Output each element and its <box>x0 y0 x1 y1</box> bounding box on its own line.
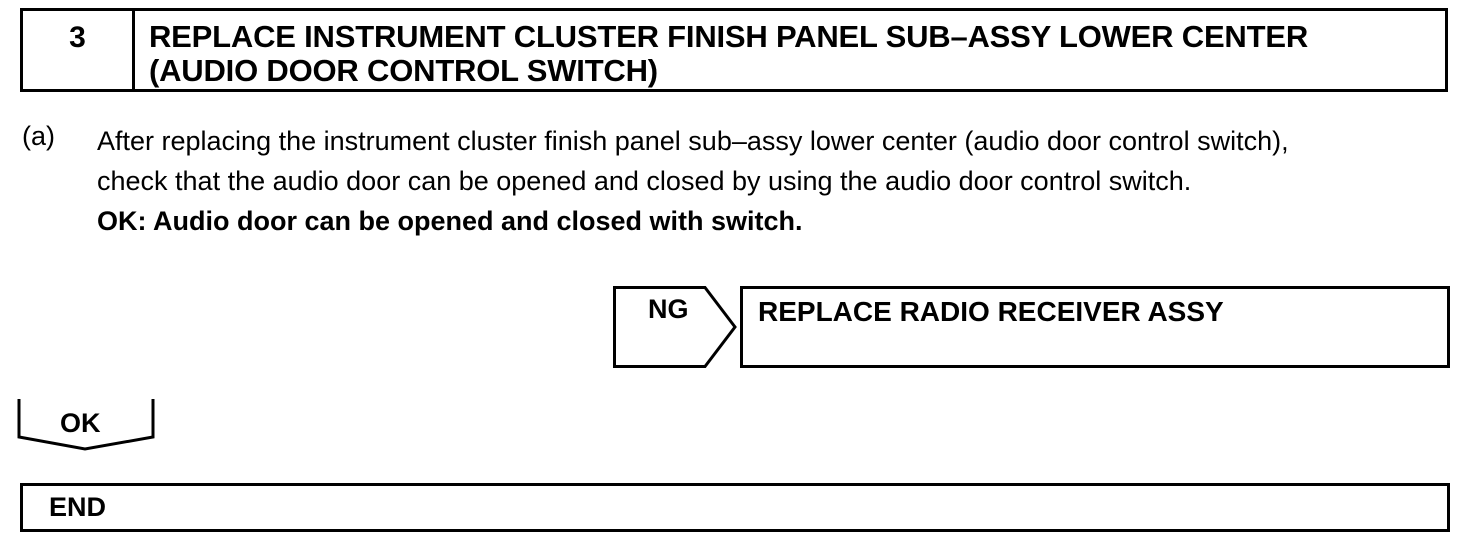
procedure-label: (a) <box>22 121 55 151</box>
procedure-line-2: check that the audio door can be opened … <box>97 166 1192 196</box>
procedure-line-1: After replacing the instrument cluster f… <box>97 126 1289 156</box>
ok-arrow-icon <box>17 399 155 451</box>
ok-label: OK <box>60 408 101 438</box>
ng-label: NG <box>648 294 689 324</box>
step-title: REPLACE INSTRUMENT CLUSTER FINISH PANEL … <box>135 11 1445 89</box>
step-number: 3 <box>23 11 135 89</box>
step-title-line-2: (AUDIO DOOR CONTROL SWITCH) <box>149 53 658 88</box>
end-box: END <box>20 483 1450 532</box>
procedure-text: After replacing the instrument cluster f… <box>97 121 1457 241</box>
ng-action-box: REPLACE RADIO RECEIVER ASSY <box>740 286 1450 368</box>
ng-arrow-icon <box>613 286 737 368</box>
ok-criteria: OK: Audio door can be opened and closed … <box>97 206 803 236</box>
step-title-line-1: REPLACE INSTRUMENT CLUSTER FINISH PANEL … <box>149 19 1309 54</box>
step-header: 3 REPLACE INSTRUMENT CLUSTER FINISH PANE… <box>20 8 1448 92</box>
